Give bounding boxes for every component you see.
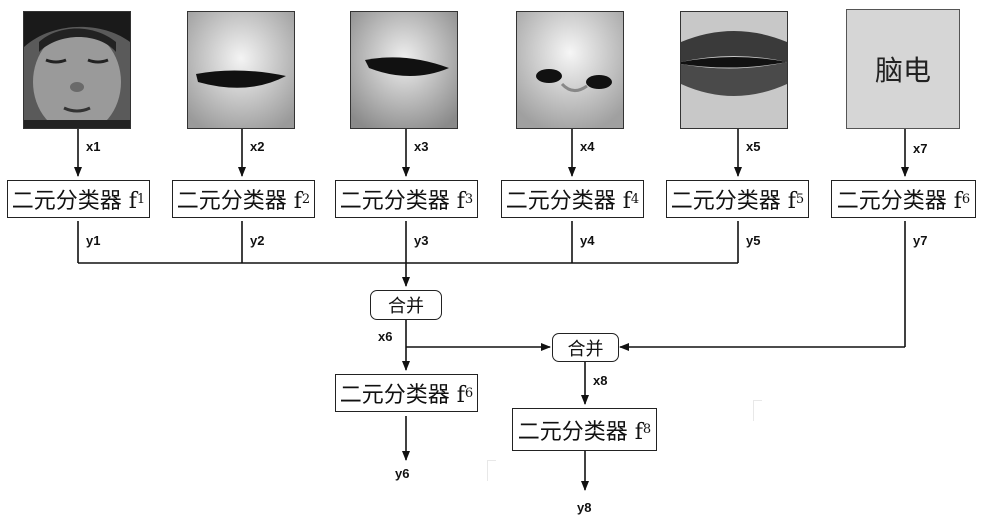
eeg-label: 脑电: [874, 54, 931, 87]
classifier-text: 二元分类器 f: [339, 189, 465, 214]
input-label-x7: x7: [913, 141, 928, 156]
classifier-subscript: 6: [961, 191, 971, 207]
output-label-y8: y8: [577, 500, 592, 515]
classifier-subscript: 8: [642, 422, 652, 437]
classifier-text: 二元分类器 f: [176, 189, 302, 214]
mouth-image: [680, 11, 788, 129]
input-label-x5: x5: [746, 139, 761, 154]
faint-mark: [487, 460, 496, 481]
face-photo-icon: [24, 12, 130, 128]
classifier-subscript: 6: [464, 385, 474, 401]
merge-label: 合并: [567, 338, 604, 360]
output-label-y2: y2: [250, 233, 265, 248]
label-x8: x8: [593, 373, 608, 388]
classifier-text: 二元分类器 f: [517, 419, 643, 445]
classifier-text: 二元分类器 f: [339, 383, 465, 408]
closed-eye-icon: [188, 12, 294, 128]
right-eye-image: [350, 11, 458, 129]
classifier-subscript: 1: [136, 191, 146, 207]
label-x6: x6: [378, 329, 393, 344]
classifier-text: 二元分类器 f: [836, 189, 962, 214]
output-label-y1: y1: [86, 233, 101, 248]
merge-label: 合并: [388, 296, 424, 317]
classifier-subscript: 2: [301, 191, 311, 207]
input-label-x2: x2: [250, 139, 265, 154]
merge-node-2: 合并: [552, 333, 619, 362]
input-label-x3: x3: [414, 139, 429, 154]
classifier-text: 二元分类器 f: [505, 189, 631, 214]
classifier-subscript: 5: [795, 191, 805, 207]
closed-eye-icon: [351, 12, 457, 128]
input-label-x1: x1: [86, 139, 101, 154]
classifier-text: 二元分类器 f: [670, 189, 796, 214]
classifier-subscript: 3: [464, 191, 474, 207]
output-label-y4: y4: [580, 233, 595, 248]
nose-image: [516, 11, 624, 129]
classifier-text: 二元分类器 f: [11, 189, 137, 214]
input-label-x4: x4: [580, 139, 595, 154]
eeg-box: 脑电: [846, 9, 960, 129]
output-label-y3: y3: [414, 233, 429, 248]
faint-mark: [753, 400, 762, 421]
classifier-subscript: 4: [630, 191, 640, 207]
output-label-y5: y5: [746, 233, 761, 248]
face-image: [23, 11, 131, 129]
output-label-y7: y7: [913, 233, 928, 248]
mouth-icon: [681, 12, 787, 128]
left-eye-image: [187, 11, 295, 129]
output-label-y6: y6: [395, 466, 410, 481]
merge-node-1: 合并: [370, 290, 442, 320]
nose-icon: [517, 12, 623, 128]
